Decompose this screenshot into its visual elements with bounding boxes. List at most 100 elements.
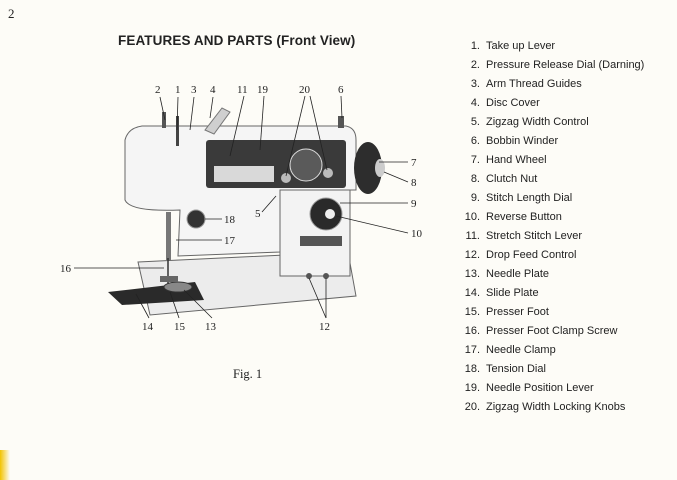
page-title: FEATURES AND PARTS (Front View) xyxy=(118,33,356,48)
list-item: 15. Presser Foot xyxy=(456,303,644,322)
tension-dial xyxy=(186,209,206,229)
list-item: 1.Take up Lever xyxy=(456,37,644,56)
part-label: Bobbin Winder xyxy=(486,135,559,147)
callout-18: 18 xyxy=(224,214,236,226)
list-item: 4. Disc Cover xyxy=(456,94,644,113)
list-item: 6. Bobbin Winder xyxy=(456,132,644,151)
list-item: 9. Stitch Length Dial xyxy=(456,189,644,208)
callout-12: 12 xyxy=(319,321,330,333)
list-item: 17. Needle Clamp xyxy=(456,341,644,360)
reverse-button xyxy=(325,209,335,219)
presser-foot xyxy=(160,276,178,282)
callout-17: 17 xyxy=(224,235,236,247)
part-label: Zigzag Width Locking Knobs xyxy=(486,401,626,413)
callout-8: 8 xyxy=(411,177,417,189)
part-label: Disc Cover xyxy=(486,97,540,109)
hand-wheel xyxy=(354,142,382,194)
part-number: 19. xyxy=(464,382,480,394)
machine-pillar xyxy=(279,185,351,277)
part-label: Tension Dial xyxy=(486,363,546,375)
part-label: Pressure Release Dial (Darning) xyxy=(486,59,645,71)
callout-1: 1 xyxy=(175,84,181,96)
list-item: 10. Reverse Button xyxy=(456,208,644,227)
needle-bar xyxy=(166,212,171,260)
callout-13: 13 xyxy=(205,321,217,333)
part-label: Hand Wheel xyxy=(486,154,547,166)
list-item: 7. Hand Wheel xyxy=(456,151,644,170)
part-number: 5. xyxy=(470,116,480,128)
part-label: Needle Plate xyxy=(486,268,549,280)
part-label: Stretch Stitch Lever xyxy=(486,230,582,242)
part-number: 20. xyxy=(464,401,480,413)
list-item: 13. Needle Plate xyxy=(456,265,644,284)
zigzag-locking-knob-right xyxy=(323,168,333,178)
list-item: 14. Slide Plate xyxy=(456,284,644,303)
part-number: 14. xyxy=(464,287,480,299)
part-number: 12. xyxy=(464,249,480,261)
leader-lines xyxy=(74,95,409,319)
list-item: 2. Pressure Release Dial (Darning) xyxy=(456,56,645,75)
part-number: 18. xyxy=(464,363,480,375)
list-item: 11. Stretch Stitch Lever xyxy=(456,227,644,246)
part-number: 10. xyxy=(464,211,480,223)
bobbin-winder xyxy=(338,116,344,128)
drop-feed-button-right xyxy=(323,273,329,279)
spool-pin xyxy=(162,112,166,128)
part-number: 17. xyxy=(464,344,480,356)
callout-4: 4 xyxy=(210,84,216,96)
part-number: 16. xyxy=(464,325,480,337)
figure-caption: Fig. 1 xyxy=(233,367,263,381)
part-number: 2. xyxy=(470,59,480,71)
list-item: 12. Drop Feed Control xyxy=(456,246,644,265)
callout-5: 5 xyxy=(255,208,261,220)
part-label: Clutch Nut xyxy=(486,173,538,185)
list-item: 19. Needle Position Lever xyxy=(456,379,644,398)
part-number: 3. xyxy=(470,78,480,90)
callout-6: 6 xyxy=(338,84,344,96)
callout-19: 19 xyxy=(257,84,269,96)
callout-10: 10 xyxy=(411,228,423,240)
part-number: 13. xyxy=(464,268,480,280)
part-number: 11. xyxy=(465,230,480,242)
part-number: 8. xyxy=(470,173,480,185)
part-number: 4. xyxy=(470,97,480,109)
callout-3: 3 xyxy=(191,84,197,96)
parts-list: 1.Take up Lever 2. Pressure Release Dial … xyxy=(456,37,645,417)
zigzag-width-dial xyxy=(289,148,323,182)
callout-7: 7 xyxy=(411,157,417,169)
part-label: Slide Plate xyxy=(486,287,539,299)
list-item: 16. Presser Foot Clamp Screw xyxy=(456,322,644,341)
callout-15: 15 xyxy=(174,321,186,333)
brand-badge xyxy=(300,236,342,246)
part-label: Presser Foot xyxy=(486,306,549,318)
stitch-selector-window xyxy=(214,166,274,182)
list-item: 18. Tension Dial xyxy=(456,360,644,379)
part-label: Reverse Button xyxy=(486,211,562,223)
part-number: 6. xyxy=(470,135,480,147)
part-number: 7. xyxy=(470,154,480,166)
sewing-machine-figure: 2 1 3 4 11 19 20 6 7 8 9 10 5 18 17 16 1… xyxy=(60,84,423,333)
list-item: 8. Clutch Nut xyxy=(456,170,644,189)
list-item: 20. Zigzag Width Locking Knobs xyxy=(456,398,644,417)
drop-feed-button-left xyxy=(306,273,312,279)
part-number: 1. xyxy=(470,40,480,52)
part-label: Drop Feed Control xyxy=(486,249,577,261)
list-item: 3. Arm Thread Guides xyxy=(456,75,644,94)
part-label: Zigzag Width Control xyxy=(486,116,589,128)
callout-16: 16 xyxy=(60,263,72,275)
part-label: Stitch Length Dial xyxy=(486,192,573,204)
part-label: Needle Position Lever xyxy=(486,382,594,394)
page-corner-accent xyxy=(0,450,10,480)
part-number: 9. xyxy=(470,192,480,204)
callout-11: 11 xyxy=(237,84,248,96)
disc-cover xyxy=(204,107,231,135)
part-label: Presser Foot Clamp Screw xyxy=(486,325,618,337)
part-label: Needle Clamp xyxy=(486,344,556,356)
page-number: 2 xyxy=(8,6,15,21)
callout-20: 20 xyxy=(299,84,311,96)
part-label: Arm Thread Guides xyxy=(486,78,582,90)
zigzag-locking-knob-left xyxy=(281,173,291,183)
part-number: 15. xyxy=(464,306,480,318)
callout-14: 14 xyxy=(142,321,154,333)
callout-9: 9 xyxy=(411,198,417,210)
